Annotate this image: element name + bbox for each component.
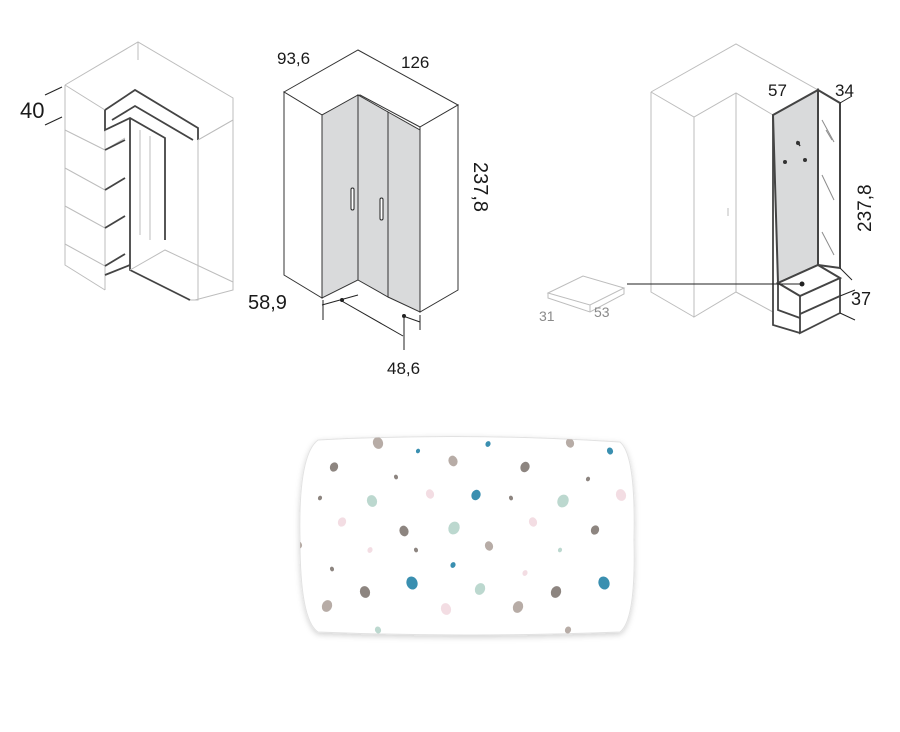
corner-wardrobe <box>283 49 460 350</box>
fabric-dot <box>520 461 530 473</box>
fabric-dot <box>359 586 371 598</box>
fabric-dot <box>399 525 409 537</box>
fabric-dot <box>512 601 524 613</box>
fabric-dot <box>448 455 458 467</box>
fabric-dots <box>299 437 627 634</box>
module-width-label: 57 <box>768 81 787 100</box>
wardrobe-door-width-label: 48,6 <box>387 359 420 378</box>
left-depth-label: 40 <box>20 98 44 123</box>
fabric-dot <box>598 576 610 590</box>
fabric-dot <box>485 441 491 447</box>
fabric-dot <box>448 521 460 535</box>
cushion-length-label: 53 <box>594 304 610 320</box>
fabric-dot <box>474 583 486 595</box>
module-height-label: 237,8 <box>855 184 876 232</box>
fabric-dot <box>321 600 333 612</box>
fabric-dot <box>484 541 494 551</box>
fabric-dot <box>565 438 575 448</box>
fabric-dot <box>508 495 514 501</box>
wardrobe-height-label: 237,8 <box>469 162 491 212</box>
fabric-dot <box>471 489 481 501</box>
module-depth-label: 34 <box>835 81 854 100</box>
fabric-dot <box>615 489 627 501</box>
fabric-dot <box>450 562 456 568</box>
fabric-dot <box>366 495 378 507</box>
fabric-dot <box>585 476 591 482</box>
wardrobe-side-b-label: 126 <box>401 53 429 72</box>
fabric-dot <box>522 570 528 576</box>
bench-height-label: 37 <box>851 289 871 309</box>
cushion-fabric <box>299 435 635 636</box>
fabric-dot <box>557 494 569 508</box>
fabric-dot <box>337 517 347 527</box>
fabric-dot <box>406 576 418 590</box>
fabric-dot <box>393 474 399 480</box>
fabric-dot <box>440 603 452 615</box>
fabric-dot <box>317 495 323 501</box>
corner-shelving-wireframe <box>44 41 234 301</box>
fabric-dot <box>415 448 421 454</box>
fabric-dot <box>550 586 562 598</box>
bench-cushion-drawing <box>546 275 626 313</box>
fabric-dot <box>329 566 335 572</box>
wardrobe-bottom-depth-label: 58,9 <box>248 292 287 314</box>
fabric-dot <box>564 626 572 634</box>
fabric-dot <box>367 547 373 553</box>
fabric-dot <box>299 541 303 549</box>
fabric-dot <box>329 462 339 472</box>
fabric-dot <box>425 489 435 499</box>
wardrobe-side-a-label: 93,6 <box>277 49 310 68</box>
wardrobe-with-module <box>627 43 856 335</box>
fabric-dot <box>606 447 614 455</box>
cushion-width-label: 31 <box>539 308 555 324</box>
fabric-dot <box>528 517 538 527</box>
fabric-dot <box>413 547 419 553</box>
fabric-dot <box>590 525 600 535</box>
fabric-dot <box>374 626 382 634</box>
fabric-dot <box>557 547 563 553</box>
fabric-dot <box>372 437 384 449</box>
